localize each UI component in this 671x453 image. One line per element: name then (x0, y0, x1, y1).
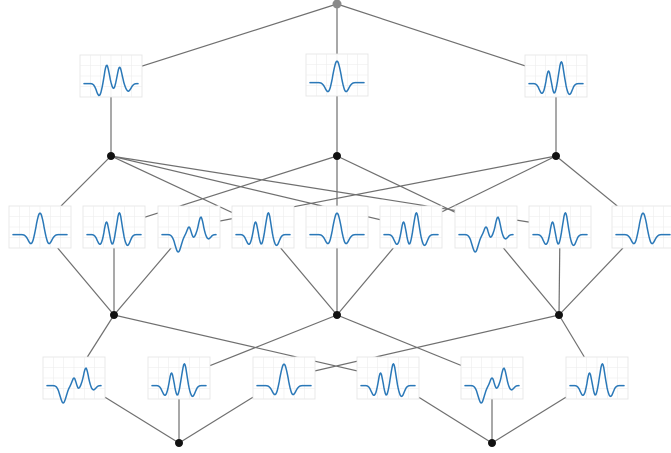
waveform-line (383, 212, 439, 247)
edge-root-p1-1 (110, 3, 338, 77)
waveform-panel-p3-6[interactable] (565, 356, 629, 400)
waveform-panel-p2-1[interactable] (8, 205, 72, 249)
junction-node-j2-2[interactable] (333, 311, 341, 319)
waveform-panel-p3-3[interactable] (252, 356, 316, 400)
waveform-panel-p3-5[interactable] (460, 356, 524, 404)
waveform-panel-p2-2[interactable] (82, 205, 146, 249)
junction-node-j1-3[interactable] (552, 152, 560, 160)
waveform-line (151, 363, 207, 398)
waveform-line (464, 367, 520, 404)
junction-node-j1-1[interactable] (107, 152, 115, 160)
edge-j2-1-p3-4 (113, 314, 389, 379)
waveform-line (528, 61, 584, 96)
waveform-panel-p2-4[interactable] (231, 205, 295, 249)
waveform-line (235, 212, 291, 247)
node-layer (107, 0, 563, 447)
waveform-line (360, 363, 416, 398)
waveform-panel-p2-8[interactable] (528, 205, 592, 249)
waveform-panel-p2-3[interactable] (157, 205, 221, 253)
waveform-panel-p1-1[interactable] (79, 54, 143, 98)
junction-node-j1-2[interactable] (333, 152, 341, 160)
waveform-line (86, 212, 142, 247)
waveform-panel-p2-9[interactable] (611, 205, 671, 249)
waveform-line (532, 212, 588, 247)
waveform-panel-p1-2[interactable] (305, 53, 369, 97)
waveform-line (161, 216, 217, 253)
junction-node-j2-3[interactable] (555, 311, 563, 319)
waveform-line (309, 60, 365, 93)
waveform-line (309, 212, 365, 245)
junction-node-j3-1[interactable] (175, 439, 183, 447)
waveform-line (615, 212, 671, 245)
waveform-line (256, 363, 312, 396)
waveform-panel-p3-4[interactable] (356, 356, 420, 400)
waveform-panel-p3-1[interactable] (42, 356, 106, 404)
edge-root-p1-3 (336, 3, 557, 77)
waveform-panel-p2-5[interactable] (305, 205, 369, 249)
edge-j2-3-p3-3 (283, 314, 560, 379)
waveform-line (569, 363, 625, 398)
root-node[interactable] (332, 0, 342, 9)
junction-node-j2-1[interactable] (110, 311, 118, 319)
junction-node-j3-2[interactable] (488, 439, 496, 447)
waveform-line (46, 367, 102, 404)
waveform-panel-p3-2[interactable] (147, 356, 211, 400)
waveform-panel-p1-3[interactable] (524, 54, 588, 98)
waveform-panel-layer (8, 53, 671, 404)
waveform-panel-p2-6[interactable] (379, 205, 443, 249)
waveform-panel-p2-7[interactable] (454, 205, 518, 253)
waveform-line (458, 216, 514, 253)
waveform-line (83, 64, 139, 97)
edge-j1-2-p2-2 (113, 155, 338, 228)
waveform-line (12, 212, 68, 245)
